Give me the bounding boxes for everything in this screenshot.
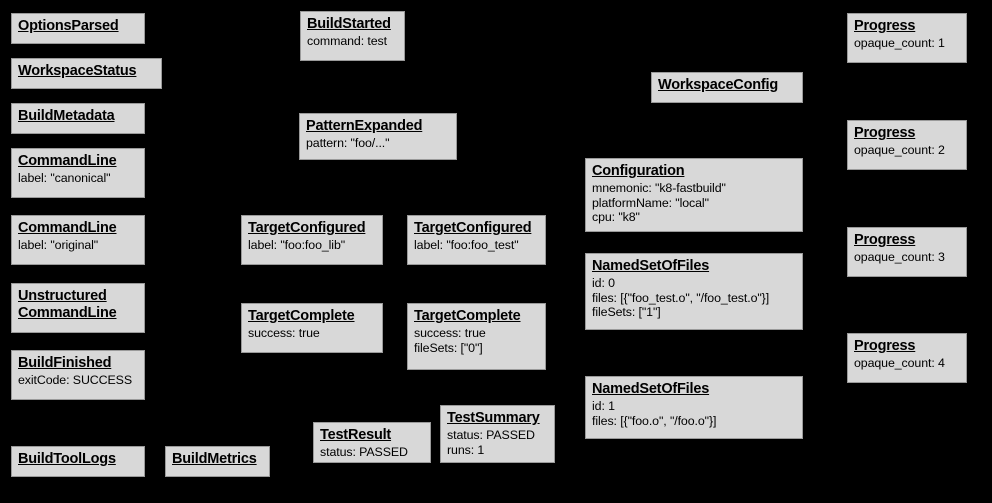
- node-fields: success: true fileSets: ["0"]: [414, 326, 486, 355]
- node-title: CommandLine: [18, 220, 117, 236]
- node-pattern-expanded[interactable]: PatternExpanded pattern: "foo/...": [299, 113, 457, 160]
- node-workspace-status[interactable]: WorkspaceStatus: [11, 58, 162, 89]
- node-title: Progress: [854, 125, 916, 141]
- node-fields: opaque_count: 3: [854, 250, 945, 265]
- node-fields: label: "canonical": [18, 171, 111, 186]
- node-configuration[interactable]: Configuration mnemonic: "k8-fastbuild" pl…: [585, 158, 803, 232]
- node-named-set-of-files-1[interactable]: NamedSetOfFiles id: 1 files: [{"foo.o", "…: [585, 376, 803, 439]
- node-progress-4[interactable]: Progress opaque_count: 4: [847, 333, 967, 383]
- node-fields: status: PASSED: [320, 445, 408, 460]
- node-title: TargetComplete: [248, 308, 355, 324]
- node-title: BuildStarted: [307, 16, 391, 32]
- node-title: Unstructured CommandLine: [18, 288, 117, 322]
- node-build-tool-logs[interactable]: BuildToolLogs: [11, 446, 145, 477]
- node-title: BuildFinished: [18, 355, 112, 371]
- node-fields: success: true: [248, 326, 320, 341]
- node-fields: exitCode: SUCCESS: [18, 373, 132, 388]
- node-title: TestSummary: [447, 410, 540, 426]
- node-title: Progress: [854, 232, 916, 248]
- node-fields: label: "foo:foo_test": [414, 238, 519, 253]
- node-title: BuildToolLogs: [18, 451, 116, 467]
- node-fields: id: 0 files: [{"foo_test.o", "/foo_test.…: [592, 276, 770, 320]
- node-title: Progress: [854, 18, 916, 34]
- node-title: Progress: [854, 338, 916, 354]
- node-workspace-config[interactable]: WorkspaceConfig: [651, 72, 803, 103]
- node-fields: opaque_count: 1: [854, 36, 945, 51]
- node-title: BuildMetrics: [172, 451, 257, 467]
- node-fields: command: test: [307, 34, 387, 49]
- node-fields: id: 1 files: [{"foo.o", "/foo.o"}]: [592, 399, 717, 428]
- node-title: WorkspaceStatus: [18, 63, 137, 79]
- node-target-complete-foo-lib[interactable]: TargetComplete success: true: [241, 303, 383, 353]
- node-title: BuildMetadata: [18, 108, 115, 124]
- node-fields: label: "foo:foo_lib": [248, 238, 346, 253]
- node-target-configured-foo-lib[interactable]: TargetConfigured label: "foo:foo_lib": [241, 215, 383, 265]
- node-title: OptionsParsed: [18, 18, 119, 34]
- node-title: TargetComplete: [414, 308, 521, 324]
- node-fields: mnemonic: "k8-fastbuild" platformName: "…: [592, 181, 726, 225]
- node-fields: status: PASSED runs: 1: [447, 428, 535, 457]
- node-options-parsed[interactable]: OptionsParsed: [11, 13, 145, 44]
- node-build-metadata[interactable]: BuildMetadata: [11, 103, 145, 134]
- node-title: TargetConfigured: [414, 220, 532, 236]
- node-title: Configuration: [592, 163, 685, 179]
- node-build-finished[interactable]: BuildFinished exitCode: SUCCESS: [11, 350, 145, 400]
- node-title: NamedSetOfFiles: [592, 381, 710, 397]
- node-title: PatternExpanded: [306, 118, 423, 134]
- node-title: NamedSetOfFiles: [592, 258, 710, 274]
- node-title: WorkspaceConfig: [658, 77, 779, 93]
- node-progress-3[interactable]: Progress opaque_count: 3: [847, 227, 967, 277]
- node-title: CommandLine: [18, 153, 117, 169]
- node-command-line-original[interactable]: CommandLine label: "original": [11, 215, 145, 265]
- node-target-configured-foo-test[interactable]: TargetConfigured label: "foo:foo_test": [407, 215, 546, 265]
- node-title: TargetConfigured: [248, 220, 366, 236]
- node-unstructured-command-line[interactable]: Unstructured CommandLine: [11, 283, 145, 333]
- node-test-summary[interactable]: TestSummary status: PASSED runs: 1: [440, 405, 555, 463]
- node-command-line-canonical[interactable]: CommandLine label: "canonical": [11, 148, 145, 198]
- node-build-started[interactable]: BuildStarted command: test: [300, 11, 405, 61]
- node-test-result[interactable]: TestResult status: PASSED: [313, 422, 431, 463]
- node-build-metrics[interactable]: BuildMetrics: [165, 446, 270, 477]
- node-fields: opaque_count: 2: [854, 143, 945, 158]
- node-named-set-of-files-0[interactable]: NamedSetOfFiles id: 0 files: [{"foo_test.…: [585, 253, 803, 330]
- node-fields: opaque_count: 4: [854, 356, 945, 371]
- node-progress-1[interactable]: Progress opaque_count: 1: [847, 13, 967, 63]
- node-fields: label: "original": [18, 238, 99, 253]
- node-fields: pattern: "foo/...": [306, 136, 390, 151]
- node-progress-2[interactable]: Progress opaque_count: 2: [847, 120, 967, 170]
- node-title: TestResult: [320, 427, 392, 443]
- node-target-complete-foo-test[interactable]: TargetComplete success: true fileSets: ["…: [407, 303, 546, 370]
